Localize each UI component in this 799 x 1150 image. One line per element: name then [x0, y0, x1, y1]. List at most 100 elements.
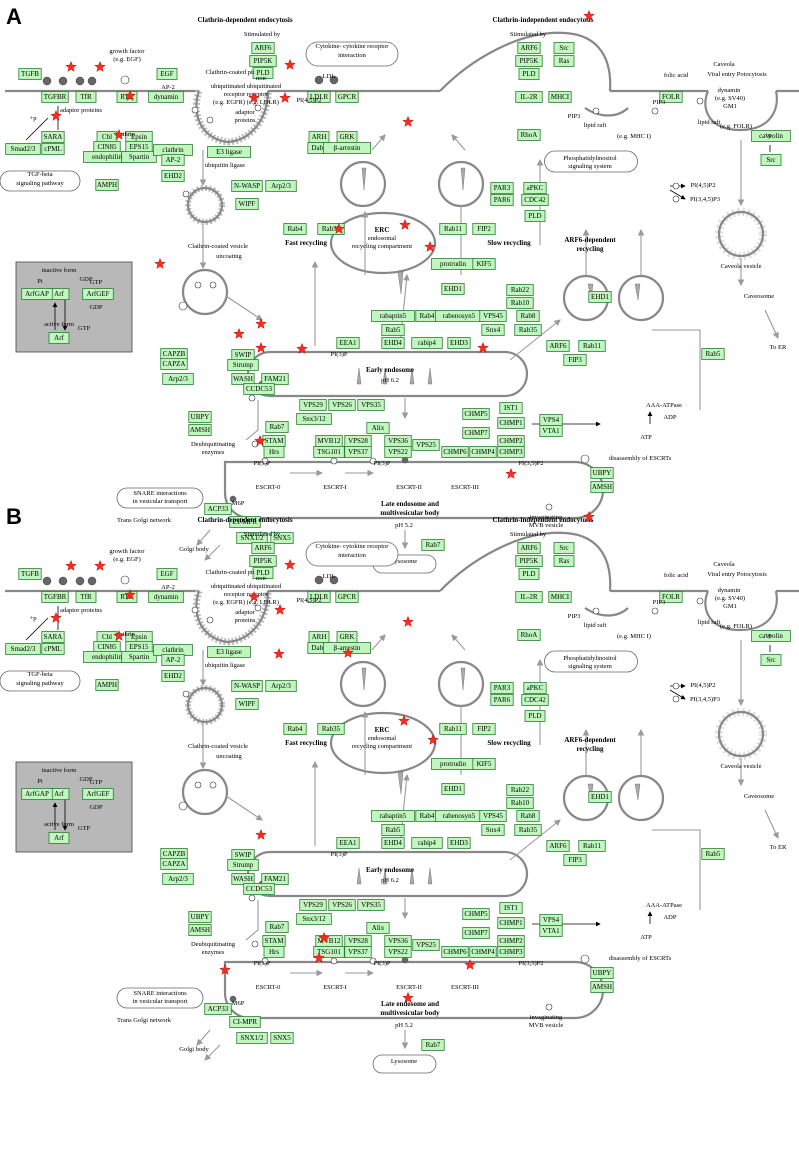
gene-label: ARH	[312, 633, 327, 641]
diagram-label: LDL	[323, 573, 336, 580]
gene-box: PIP5K	[515, 55, 543, 67]
diagram-label: Viral entry Potocytosis	[707, 571, 767, 578]
gene-box: Rab5	[381, 324, 405, 336]
diagram-label: Clathrin-independent endocytosis	[493, 516, 594, 524]
gene-label: Rab7	[270, 923, 285, 931]
diagram-label: receptor receptor	[224, 91, 269, 98]
gene-label: Rab5	[386, 326, 401, 334]
diagram-label: ESCRT-0	[256, 984, 281, 991]
diagram-label: (e.g. MHC I)	[617, 633, 651, 640]
gene-box: UBPY	[590, 467, 614, 479]
gene-box: LDLR	[307, 91, 331, 103]
gene-label: AMSH	[592, 483, 612, 491]
gene-label: MHCI	[551, 593, 570, 601]
diagram-label: ubiquitin ligase	[205, 662, 245, 669]
gene-label: E3 ligase	[216, 648, 242, 656]
gene-label: Rab7	[426, 1041, 441, 1049]
gene-box: CHMP6	[441, 946, 469, 958]
gene-box: VPS45	[479, 810, 507, 822]
gene-label: Arp2/3	[168, 375, 188, 383]
diagram-label: receptor receptor	[224, 591, 269, 598]
gene-box: ARF6	[251, 42, 275, 54]
gene-label: SWIP	[235, 351, 252, 359]
gene-box: clathrin	[153, 644, 193, 656]
gene-label: TGFB	[21, 570, 39, 578]
gene-label: FIP2	[477, 225, 491, 233]
star-marker	[477, 341, 489, 353]
diagram-label: uncoating	[216, 753, 242, 760]
diagram-label: (e.g. FOLR)	[720, 123, 752, 130]
gene-label: EHD4	[384, 839, 402, 847]
gene-label: TGFBR	[44, 593, 67, 601]
diagram-label: dynamin	[718, 87, 741, 94]
diagram-label: Stimulated by	[510, 531, 547, 538]
diagram-label: PI(3)P	[374, 960, 391, 967]
gene-box: TfR	[75, 591, 97, 603]
gene-box: VPS25	[412, 439, 440, 451]
gene-box: Rab22	[506, 284, 534, 296]
gene-label: VPS22	[388, 448, 408, 456]
star-layer	[50, 9, 595, 479]
gene-label: MVB12	[318, 437, 341, 445]
gene-box: Rab5	[701, 348, 725, 360]
gene-label: PAR3	[494, 184, 511, 192]
diagram-label: Caveola vesicle	[721, 763, 762, 770]
gene-box: VPS36	[384, 435, 412, 447]
gene-box: SWIP	[231, 849, 255, 861]
diagram-label: Phosphatidylinositol	[563, 155, 617, 162]
gene-box: β-arrestin	[323, 142, 371, 154]
diagram-label: Late endosome and	[381, 500, 439, 508]
gene-label: AP-2	[166, 156, 181, 164]
star-marker	[255, 341, 267, 353]
diagram-label: interaction	[338, 52, 367, 59]
gene-box: Rab35	[317, 223, 345, 235]
gene-label: CHMP2	[499, 437, 523, 445]
gene-label: EHD3	[450, 339, 468, 347]
gene-label: WASH	[233, 875, 253, 883]
star-marker	[248, 91, 260, 103]
diagram-label: Trans Golgi network	[117, 517, 172, 524]
gene-box: Hrs	[263, 946, 285, 958]
gene-label: VPS35	[361, 901, 381, 909]
pathway-skeleton	[0, 33, 799, 573]
gene-label: GRK	[340, 133, 355, 141]
gene-label: Hrs	[269, 448, 279, 456]
diagram-label: Stimulated by	[244, 531, 281, 538]
gene-box: WASH	[231, 373, 255, 385]
star-marker	[342, 646, 354, 658]
gene-label: UBPY	[593, 969, 612, 977]
diagram-label: Clathrin-coated vesicle	[188, 243, 248, 250]
gene-label: Rab22	[511, 786, 530, 794]
gene-label: protrudin	[440, 760, 467, 768]
gene-box: Rab8	[516, 810, 540, 822]
gene-label: FOLR	[662, 93, 680, 101]
gene-box: ARF6	[517, 542, 541, 554]
gene-box: TfR	[75, 91, 97, 103]
gene-box: EHD3	[447, 337, 471, 349]
diagram-label: in vesicular transport	[133, 998, 188, 1005]
diagram-label: PI(3,5)P2	[518, 460, 543, 467]
gene-box: VPS29	[299, 899, 327, 911]
diagram-label: Caveola	[713, 561, 734, 568]
star-marker	[124, 588, 136, 600]
diagram-label: growth factor	[109, 548, 145, 555]
gene-box: IST1	[499, 402, 523, 414]
gene-label: TSG101	[317, 948, 341, 956]
gene-label: Rab5	[706, 350, 721, 358]
gene-box: EPS15	[125, 641, 153, 653]
gene-box: Spartin	[121, 651, 157, 663]
gene-box: IL-2R	[515, 591, 543, 603]
gene-label: RhoA	[521, 131, 538, 139]
diagram-label: ESCRT-III	[451, 984, 479, 991]
gene-box: IST1	[499, 902, 523, 914]
gene-label: Smad2/3	[11, 645, 36, 653]
diagram-label: Phosphatidylinositol	[563, 655, 617, 662]
gene-box: E3 ligase	[207, 146, 251, 158]
gene-label: VPS45	[483, 812, 503, 820]
gene-box: cPML	[41, 643, 65, 655]
gene-box: UBPY	[188, 911, 212, 923]
diagram-label: multivesicular body	[380, 509, 440, 517]
gene-box: Ras	[553, 55, 575, 67]
gene-box: Hrs	[263, 446, 285, 458]
